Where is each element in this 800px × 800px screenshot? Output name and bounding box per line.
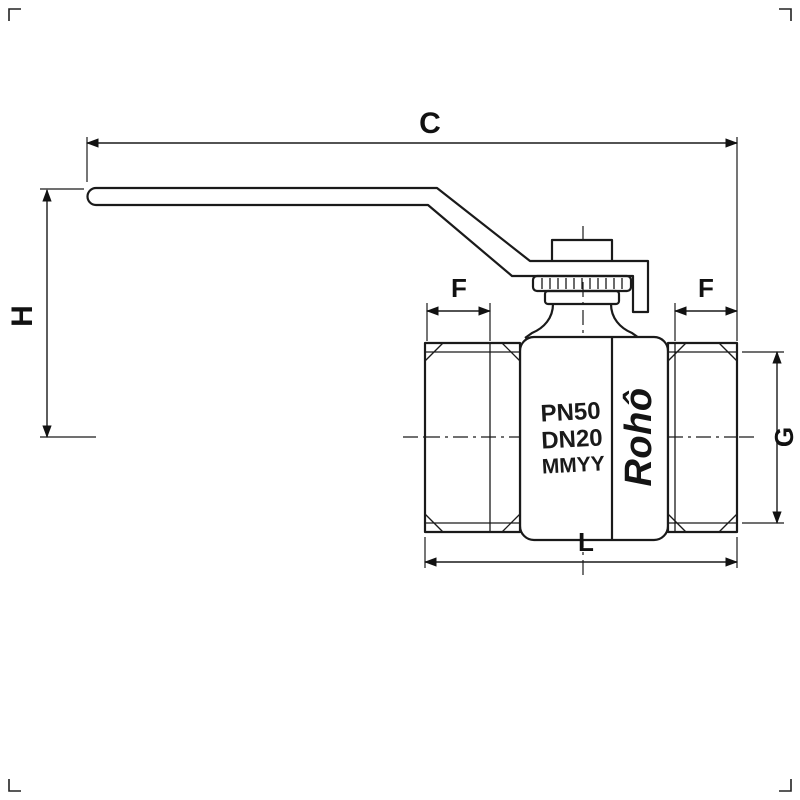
left-port [423,341,522,534]
dimension-f-right: F [673,273,739,341]
body-markings: PN50 DN20 MMYY [540,397,606,478]
crop-mark-bottom-left [8,779,21,792]
left-port-chamfer [424,342,444,362]
body-marking-pressure: PN50 [540,397,601,427]
dimension-h: H [6,188,96,439]
right-port-chamfer [667,342,687,362]
left-port-outline [423,341,522,534]
dimension-g-label: G [769,427,799,447]
dimension-h-label: H [6,305,39,327]
stem-neck-right [609,303,640,339]
crop-mark-bottom-right [779,779,792,792]
body-marking-datecode: MMYY [541,452,605,478]
gland-knurl-ticks [541,278,623,289]
corner-crop-marks [8,8,792,792]
left-port-chamfer [501,342,521,362]
gland-washer-lower [543,289,621,306]
dimension-f-left: F [425,273,492,341]
dimension-g: G [742,350,799,525]
body-marking-diameter: DN20 [541,424,604,454]
stem-neck-left [524,303,555,339]
dimension-l: L [423,527,739,568]
dimension-f-left-label: F [451,273,467,303]
handle-lever-outline [86,186,650,314]
dimension-l-label: L [578,527,594,557]
right-port-chamfer [718,513,738,533]
right-port-chamfer [718,342,738,362]
stem-gland [524,274,640,339]
left-port-chamfer [501,513,521,533]
left-port-chamfer [424,513,444,533]
valve-handle [86,186,650,314]
dimension-f-right-label: F [698,273,714,303]
brand-logo-text: Rohô [618,387,660,486]
dimension-c: C [85,107,739,341]
crop-mark-top-left [8,8,21,21]
dimension-c-label: C [419,107,441,140]
right-port-chamfer [667,513,687,533]
crop-mark-top-right [779,8,792,21]
